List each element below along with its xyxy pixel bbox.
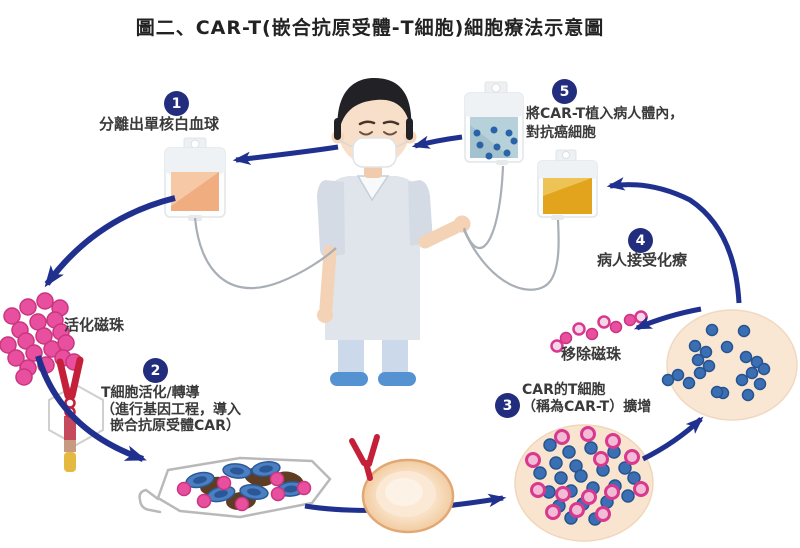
cart-cell-dots (661, 323, 771, 402)
step4-badge: 4 (628, 228, 653, 253)
iv-tubes (193, 165, 560, 291)
tube-chemo-bag (462, 219, 560, 291)
arrow-to-right-dish (641, 416, 704, 462)
cart-infusion-bag-icon (464, 81, 524, 165)
step4-label: 病人接受化療 (597, 251, 688, 269)
removed-beads (550, 310, 648, 353)
diagram-title: 圖二、CAR-T(嵌合抗原受體-T細胞)細胞療法示意圖 (135, 17, 605, 39)
arrow-to-flask (35, 355, 147, 462)
arrow-to-chemo-bag (606, 177, 742, 304)
step3-badge: 3 (495, 393, 520, 418)
hand-left (317, 307, 333, 323)
face-mask (352, 137, 397, 168)
culture-flask (138, 456, 332, 519)
cart-bag-cell-dots (473, 126, 518, 160)
step2-badge: 2 (143, 358, 168, 383)
expansion-dish (514, 424, 654, 542)
remove-beads-label: 移除磁珠 (561, 345, 622, 363)
closed-eye-left (359, 131, 373, 136)
hair (337, 78, 412, 136)
step3-label: CAR的T細胞 （稱為CAR-T）擴增 (522, 382, 652, 415)
arrow-to-beads (44, 195, 176, 288)
activation-beads-cluster (0, 292, 83, 386)
step1-label: 分離出單核白血球 (99, 115, 220, 133)
expansion-bead-rings (525, 426, 649, 522)
blood-bag-icon (164, 137, 226, 221)
cart-cells-dish (661, 309, 798, 421)
patient-figure (317, 78, 471, 386)
flask-pink-beads (176, 471, 312, 512)
car-receptor-on-cell (363, 460, 373, 481)
step2-label: T細胞活化/轉導 （進行基因工程，導入 嵌合抗原受體CAR） (101, 385, 241, 434)
shoe-right (378, 372, 416, 386)
shoe-left (330, 372, 368, 386)
arrow-remove-beads (633, 306, 702, 331)
arrow-to-blood-bag (232, 144, 339, 165)
cart-cell-single (349, 434, 455, 534)
tube-cart-bag (462, 165, 505, 250)
chemo-bag-icon (537, 149, 598, 220)
step1-badge: 1 (164, 91, 189, 116)
activation-beads-label: 活化磁珠 (64, 316, 125, 334)
step5-label: 將CAR-T植入病人體內， 對抗癌細胞 (526, 106, 684, 141)
arrow-infusion-to-patient (411, 134, 463, 149)
hand-right (453, 215, 471, 233)
closed-eye-right (383, 131, 397, 136)
process-arrows (35, 134, 742, 513)
step5-badge: 5 (552, 79, 577, 104)
tube-blood-bag (193, 217, 337, 290)
